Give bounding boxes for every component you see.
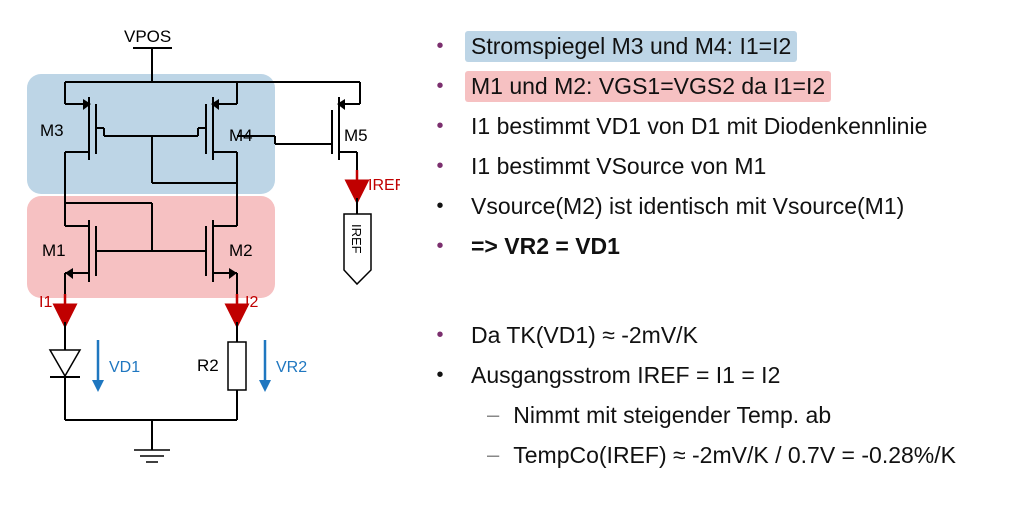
transistor-m4 xyxy=(198,82,238,203)
diode-d1 xyxy=(48,322,82,420)
bullet-spacer xyxy=(425,266,1025,315)
bullet-text: Da TK(VD1) ≈ -2mV/K xyxy=(471,321,698,348)
iref-output-pin: IREF xyxy=(343,198,372,286)
bullet-3: • I1 bestimmt VD1 von D1 mit Diodenkennl… xyxy=(425,106,1025,146)
sub-bullet-dash: – xyxy=(487,402,500,427)
bullet-text: Stromspiegel M3 und M4: I1=I2 xyxy=(465,30,798,62)
sub-bullet-1: – Nimmt mit steigender Temp. ab xyxy=(425,395,1025,435)
bullet-text: I1 bestimmt VD1 von D1 mit Diodenkennlin… xyxy=(471,112,928,139)
vr2-arrow-head xyxy=(259,380,271,392)
bullet-1: • Stromspiegel M3 und M4: I1=I2 xyxy=(425,26,1025,66)
m1-label: M1 xyxy=(42,241,66,260)
bullet-text: => VR2 = VD1 xyxy=(471,232,620,259)
bullet-text: TempCo(IREF) ≈ -2mV/K / 0.7V = -0.28%/K xyxy=(513,441,956,468)
bullet-7: • Da TK(VD1) ≈ -2mV/K xyxy=(425,315,1025,355)
i2-label: I2 xyxy=(245,294,258,311)
resistor-r2 xyxy=(227,322,247,420)
bullet-dot: • xyxy=(436,114,444,137)
vd1-arrow-head xyxy=(92,380,104,392)
m2-label: M2 xyxy=(229,241,253,260)
bullet-6: • => VR2 = VD1 xyxy=(425,226,1025,266)
m3-label: M3 xyxy=(40,121,64,140)
bullet-text: Nimmt mit steigender Temp. ab xyxy=(513,401,832,428)
vpos-rail xyxy=(65,47,360,83)
mirror-gate-net xyxy=(103,128,323,184)
iref-arrow-label: IREF xyxy=(368,177,400,194)
transistor-m2 xyxy=(198,203,238,310)
svg-text:IREF: IREF xyxy=(349,224,364,254)
bullet-list: • Stromspiegel M3 und M4: I1=I2 • M1 und… xyxy=(425,26,1025,475)
vr2-label: VR2 xyxy=(276,359,307,376)
vd1-label: VD1 xyxy=(109,359,140,376)
circuit-schematic: VPOS M3 M4 xyxy=(27,27,400,463)
bullet-dot: • xyxy=(436,323,444,346)
m5-label: M5 xyxy=(344,126,368,145)
bullet-text: M1 und M2: VGS1=VGS2 da I1=I2 xyxy=(465,70,832,102)
transistor-m5 xyxy=(323,82,361,172)
bullet-dot: • xyxy=(436,194,444,217)
transistor-m3 xyxy=(64,82,104,203)
transistor-m1 xyxy=(64,202,198,310)
vpos-label: VPOS xyxy=(124,27,171,46)
bullet-dot: • xyxy=(436,74,444,97)
bullet-2: • M1 und M2: VGS1=VGS2 da I1=I2 xyxy=(425,66,1025,106)
bullet-dot: • xyxy=(436,363,444,386)
ground-symbol xyxy=(65,419,237,463)
bullet-text: Vsource(M2) ist identisch mit Vsource(M1… xyxy=(471,192,905,219)
bullet-4: • I1 bestimmt VSource von M1 xyxy=(425,146,1025,186)
sub-bullet-2: – TempCo(IREF) ≈ -2mV/K / 0.7V = -0.28%/… xyxy=(425,435,1025,475)
bullet-text: Ausgangsstrom IREF = I1 = I2 xyxy=(471,361,781,388)
bullet-8: • Ausgangsstrom IREF = I1 = I2 xyxy=(425,355,1025,395)
bullet-text: I1 bestimmt VSource von M1 xyxy=(471,152,767,179)
bullet-5: • Vsource(M2) ist identisch mit Vsource(… xyxy=(425,186,1025,226)
bullet-dot: • xyxy=(436,34,444,57)
sub-bullet-dash: – xyxy=(487,442,500,467)
i1-label: I1 xyxy=(39,294,52,311)
bullet-dot: • xyxy=(436,234,444,257)
r2-label: R2 xyxy=(197,356,219,375)
bullet-dot: • xyxy=(436,154,444,177)
